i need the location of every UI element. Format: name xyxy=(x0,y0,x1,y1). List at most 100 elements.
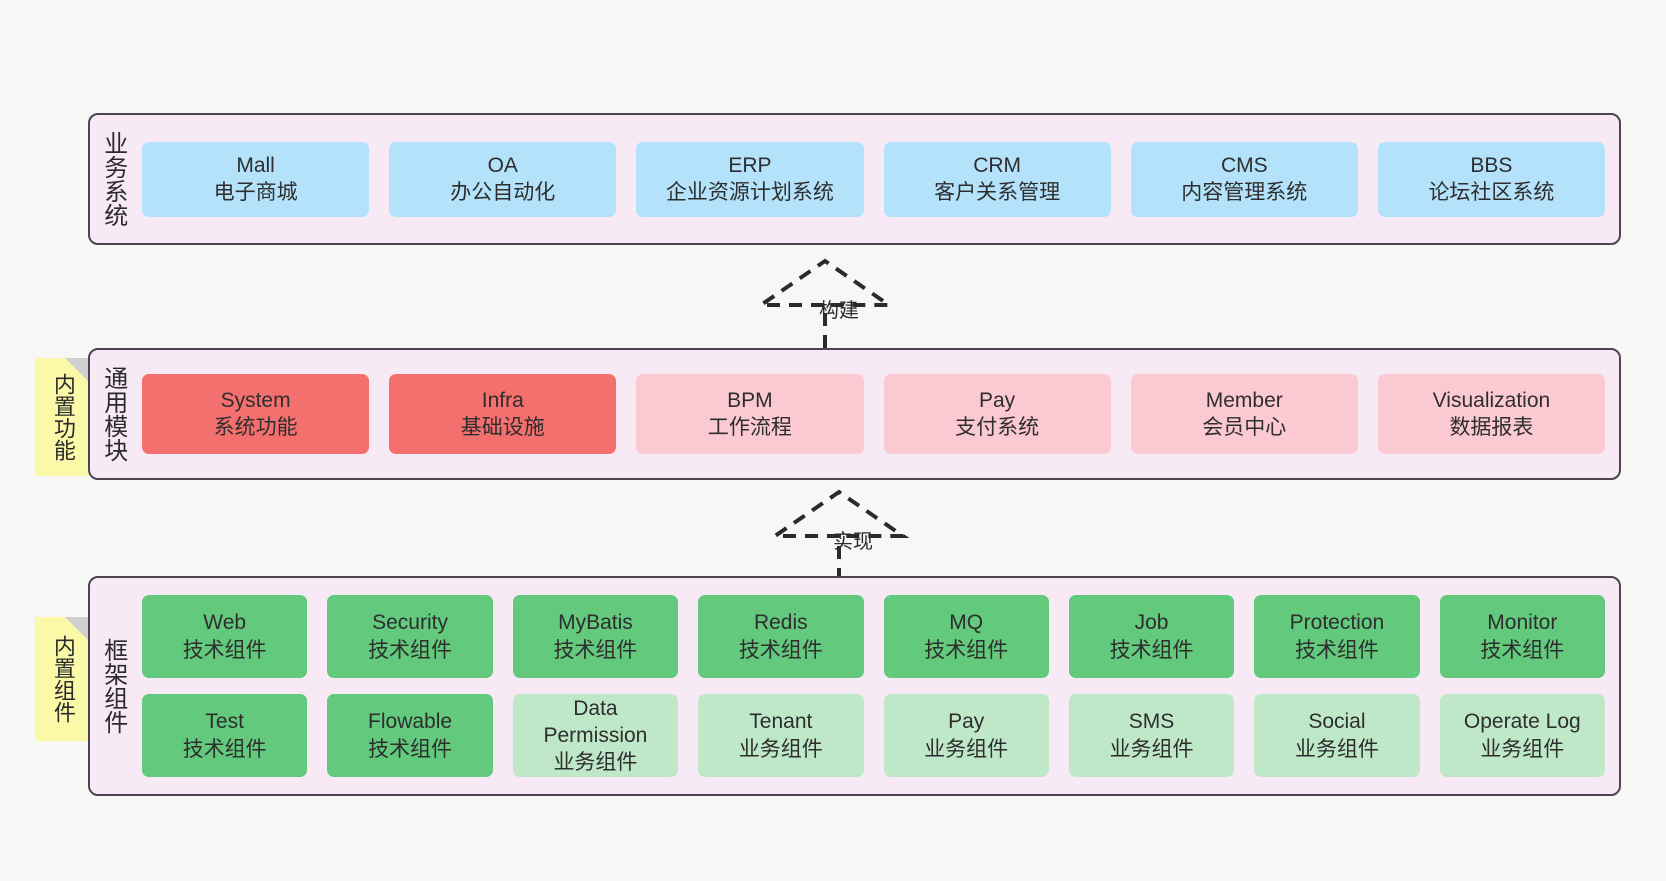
card-desc: 技术组件 xyxy=(368,737,453,761)
card-name: Social xyxy=(1308,710,1366,734)
layer-common-modules: 通用模块 System 系统功能 Infra 基础设施 BPM 工作流程 Pay… xyxy=(88,348,1621,480)
card-name: System xyxy=(220,388,291,412)
card-desc: 业务组件 xyxy=(738,737,823,761)
card-desc: 技术组件 xyxy=(738,638,823,662)
card-name: Protection xyxy=(1289,611,1385,635)
card-name: Operate Log xyxy=(1463,710,1581,734)
card-name: OA xyxy=(487,153,518,177)
card-row-business-components: Test 技术组件 Flowable 技术组件 Data Permission … xyxy=(142,694,1605,777)
card-desc: 论坛社区系统 xyxy=(1428,181,1555,204)
card-name: Redis xyxy=(753,611,808,635)
card-cms[interactable]: CMS 内容管理系统 xyxy=(1130,141,1358,217)
card-desc: 数据报表 xyxy=(1449,416,1534,439)
card-web[interactable]: Web 技术组件 xyxy=(142,595,308,678)
layer-framework-components: 框架组件 Web 技术组件 Security 技术组件 MyBatis 技术组件… xyxy=(88,576,1621,796)
card-data-permission[interactable]: Data Permission 业务组件 xyxy=(512,694,679,777)
card-protection[interactable]: Protection 技术组件 xyxy=(1254,595,1420,678)
card-name: Pay xyxy=(979,388,1016,412)
card-name: Flowable xyxy=(368,710,453,734)
card-name: MQ xyxy=(949,611,984,635)
card-desc: 业务组件 xyxy=(924,737,1009,761)
card-name: Tenant xyxy=(749,710,813,734)
card-pay-component[interactable]: Pay 业务组件 xyxy=(883,694,1049,777)
card-name: Member xyxy=(1205,388,1283,412)
card-name: Test xyxy=(205,710,244,734)
card-name: MyBatis xyxy=(558,611,633,635)
card-name: CMS xyxy=(1220,153,1268,177)
sticky-note-builtin-components: 内置组件 xyxy=(35,617,91,741)
generalization-arrowhead xyxy=(768,489,910,581)
connector-implement: 实现 xyxy=(753,489,953,589)
card-desc: 技术组件 xyxy=(1480,638,1565,662)
card-name: Job xyxy=(1134,611,1169,635)
card-desc: 业务组件 xyxy=(1480,737,1565,761)
card-operate-log[interactable]: Operate Log 业务组件 xyxy=(1439,694,1605,777)
card-social[interactable]: Social 业务组件 xyxy=(1254,694,1420,777)
card-desc: 业务组件 xyxy=(553,751,638,775)
card-desc: 技术组件 xyxy=(1109,638,1194,662)
card-monitor[interactable]: Monitor 技术组件 xyxy=(1439,595,1605,678)
card-tenant[interactable]: Tenant 业务组件 xyxy=(698,694,864,777)
card-crm[interactable]: CRM 客户关系管理 xyxy=(883,141,1111,217)
card-desc: 支付系统 xyxy=(955,416,1040,439)
layer-body-framework: Web 技术组件 Security 技术组件 MyBatis 技术组件 Redi… xyxy=(136,578,1619,794)
card-desc: 工作流程 xyxy=(707,416,792,439)
card-desc: 技术组件 xyxy=(553,638,638,662)
layer-title-business: 业务系统 xyxy=(99,131,127,227)
card-name: Pay xyxy=(948,710,985,734)
card-desc: 技术组件 xyxy=(368,638,453,662)
card-member[interactable]: Member 会员中心 xyxy=(1130,374,1358,454)
card-infra[interactable]: Infra 基础设施 xyxy=(389,374,617,454)
card-test[interactable]: Test 技术组件 xyxy=(142,694,308,777)
card-desc: 电子商城 xyxy=(213,181,298,204)
layer-title-framework: 框架组件 xyxy=(99,638,127,734)
card-name: SMS xyxy=(1128,710,1175,734)
card-visualization[interactable]: Visualization 数据报表 xyxy=(1377,374,1606,454)
card-name: CRM xyxy=(973,153,1022,177)
sticky-note-builtin-features: 内置功能 xyxy=(35,358,91,476)
card-oa[interactable]: OA 办公自动化 xyxy=(389,141,617,217)
card-desc: 业务组件 xyxy=(1294,737,1379,761)
card-security[interactable]: Security 技术组件 xyxy=(327,595,493,678)
layer-business-systems: 业务系统 Mall 电子商城 OA 办公自动化 ERP 企业资源计划系统 CRM… xyxy=(88,113,1621,245)
card-bbs[interactable]: BBS 论坛社区系统 xyxy=(1377,141,1606,217)
card-sms[interactable]: SMS 业务组件 xyxy=(1068,694,1235,777)
card-desc: 业务组件 xyxy=(1109,737,1194,761)
card-name: Infra xyxy=(481,388,524,412)
card-desc: 技术组件 xyxy=(182,638,267,662)
card-desc: 客户关系管理 xyxy=(934,181,1061,204)
card-name: Monitor xyxy=(1487,611,1558,635)
card-mq[interactable]: MQ 技术组件 xyxy=(883,595,1049,678)
card-name: BPM xyxy=(727,388,773,412)
card-desc: 技术组件 xyxy=(924,638,1009,662)
card-erp[interactable]: ERP 企业资源计划系统 xyxy=(636,141,864,217)
card-system[interactable]: System 系统功能 xyxy=(142,374,370,454)
card-desc: 技术组件 xyxy=(1294,638,1379,662)
card-name: ERP xyxy=(728,153,772,177)
card-row-modules: System 系统功能 Infra 基础设施 BPM 工作流程 Pay 支付系统… xyxy=(142,374,1606,454)
card-desc: 技术组件 xyxy=(182,737,267,761)
card-flowable[interactable]: Flowable 技术组件 xyxy=(327,694,493,777)
card-desc: 内容管理系统 xyxy=(1181,181,1308,204)
card-redis[interactable]: Redis 技术组件 xyxy=(698,595,864,678)
layer-body-modules: System 系统功能 Infra 基础设施 BPM 工作流程 Pay 支付系统… xyxy=(136,350,1619,478)
layer-body-business: Mall 电子商城 OA 办公自动化 ERP 企业资源计划系统 CRM 客户关系… xyxy=(136,115,1619,243)
card-desc: 基础设施 xyxy=(460,416,545,439)
card-row-business: Mall 电子商城 OA 办公自动化 ERP 企业资源计划系统 CRM 客户关系… xyxy=(142,141,1606,217)
card-name: BBS xyxy=(1470,153,1513,177)
card-row-tech-components: Web 技术组件 Security 技术组件 MyBatis 技术组件 Redi… xyxy=(142,595,1605,678)
card-mall[interactable]: Mall 电子商城 xyxy=(142,141,370,217)
card-desc: 办公自动化 xyxy=(450,181,556,204)
connector-build: 构建 xyxy=(739,258,939,358)
card-desc: 系统功能 xyxy=(213,416,298,439)
card-name: Web xyxy=(203,611,247,635)
layer-title-modules: 通用模块 xyxy=(99,366,127,462)
card-desc: 会员中心 xyxy=(1202,416,1287,439)
generalization-arrowhead xyxy=(754,258,896,348)
card-pay-module[interactable]: Pay 支付系统 xyxy=(883,374,1111,454)
card-job[interactable]: Job 技术组件 xyxy=(1068,595,1235,678)
card-desc: 企业资源计划系统 xyxy=(665,181,834,204)
card-mybatis[interactable]: MyBatis 技术组件 xyxy=(512,595,679,678)
card-name: Data Permission xyxy=(543,696,648,747)
card-bpm[interactable]: BPM 工作流程 xyxy=(636,374,864,454)
